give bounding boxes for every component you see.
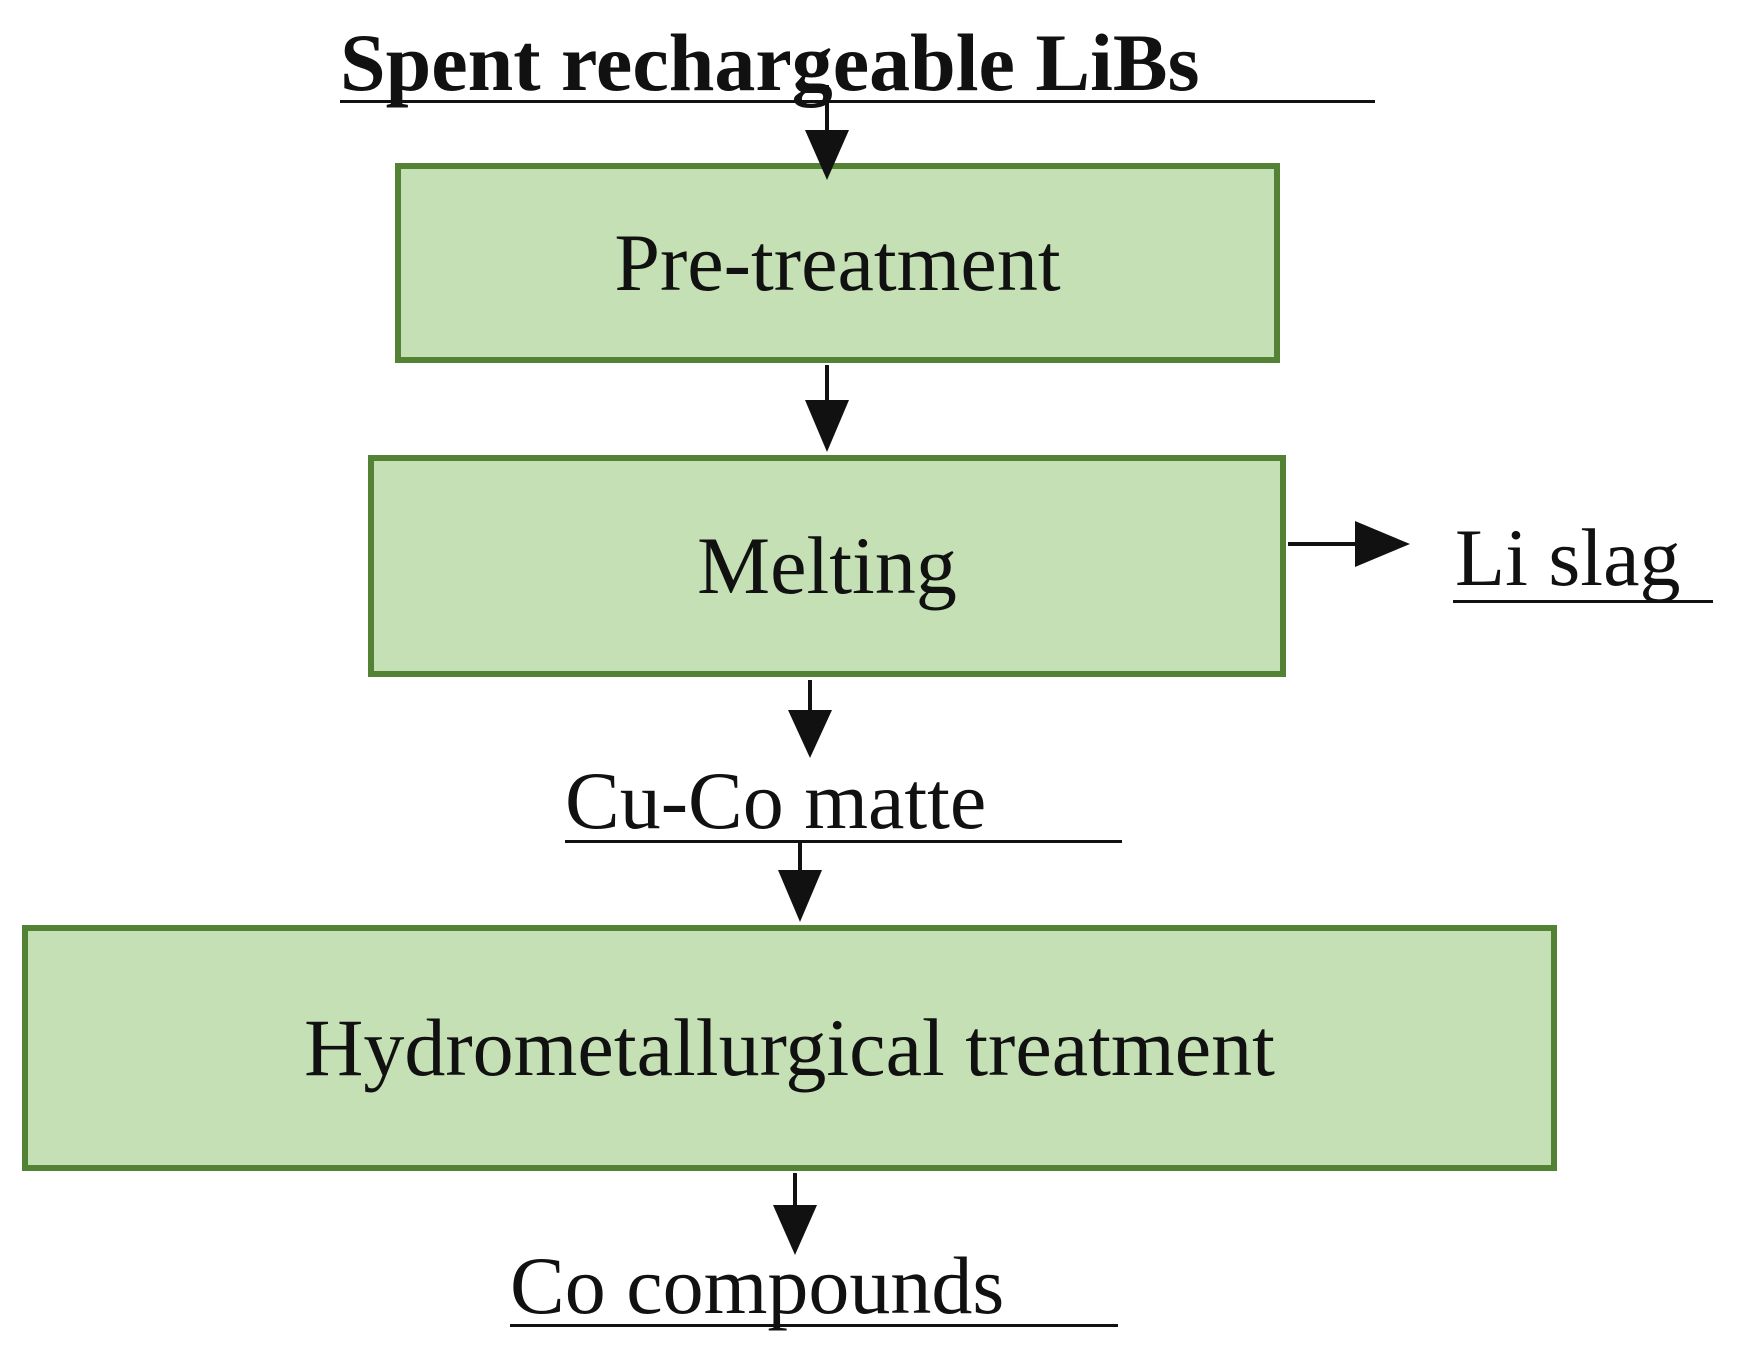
final-output-underline xyxy=(510,1324,1118,1327)
step-label-hydrometallurgical: Hydrometallurgical treatment xyxy=(304,1002,1275,1093)
intermediate-underline xyxy=(565,840,1122,843)
side-output-label: Li slag xyxy=(1455,512,1681,603)
arrow-melting-to-matte-head xyxy=(788,710,832,758)
step-box-hydrometallurgical: Hydrometallurgical treatment xyxy=(22,925,1557,1171)
arrow-melting-to-slag-head xyxy=(1355,521,1410,567)
input-label: Spent rechargeable LiBs xyxy=(340,17,1200,108)
arrow-matte-to-hydro-head xyxy=(778,870,822,922)
input-underline xyxy=(340,100,1375,103)
arrow-pretreatment-to-melting-head xyxy=(805,400,849,452)
final-output-label: Co compounds xyxy=(510,1240,1005,1331)
step-label-pretreatment: Pre-treatment xyxy=(614,217,1061,308)
intermediate-label: Cu-Co matte xyxy=(565,755,987,846)
step-box-pretreatment: Pre-treatment xyxy=(395,163,1280,363)
step-box-melting: Melting xyxy=(368,455,1286,677)
side-output-underline xyxy=(1453,600,1713,603)
step-label-melting: Melting xyxy=(697,520,957,611)
